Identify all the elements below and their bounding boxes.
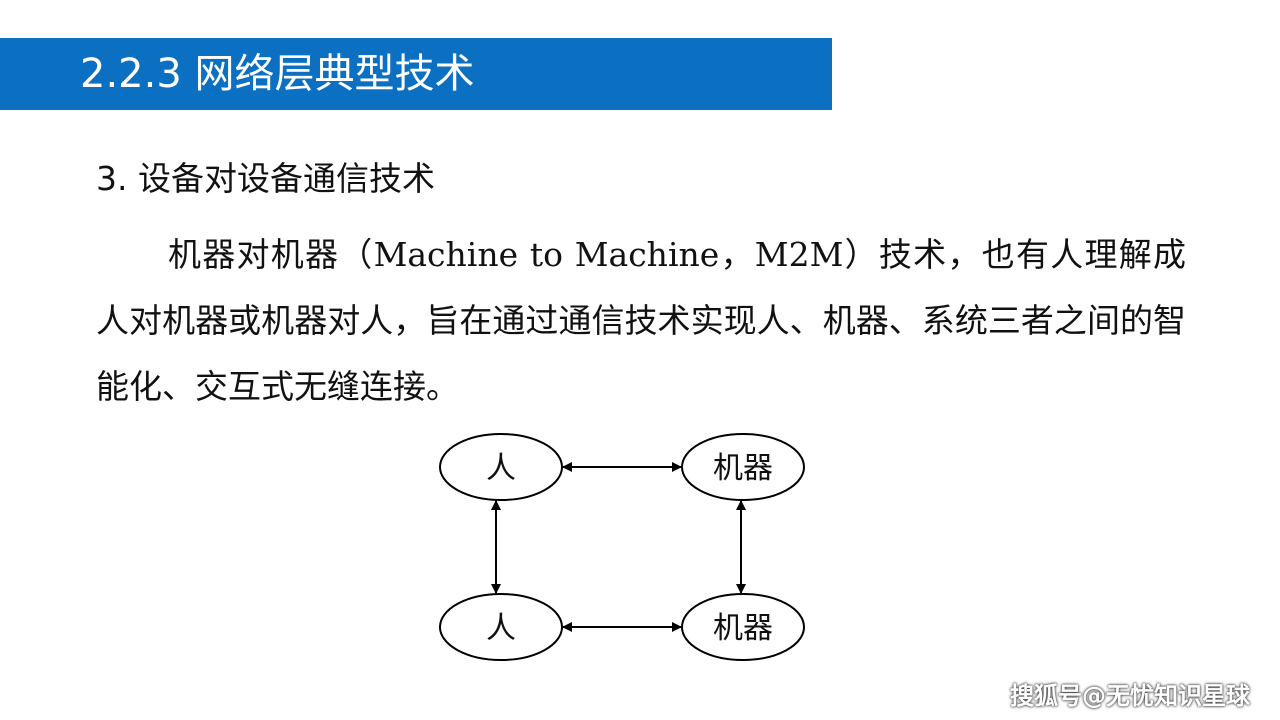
body-paragraph: 机器对机器（Machine to Machine，M2M）技术，也有人理解成人对… bbox=[96, 235, 1186, 406]
section-heading: 3. 设备对设备通信技术 bbox=[96, 159, 435, 198]
watermark: 搜狐号@无忧知识星球 bbox=[1010, 682, 1250, 710]
node-machine-top: 机器 bbox=[681, 433, 805, 501]
page-title: 2.2.3 网络层典型技术 bbox=[80, 51, 475, 97]
node-person-top: 人 bbox=[439, 433, 563, 501]
node-machine-bottom-label: 机器 bbox=[713, 611, 773, 646]
node-machine-bottom: 机器 bbox=[681, 593, 805, 661]
node-machine-top-label: 机器 bbox=[713, 451, 773, 486]
m2m-diagram: 人 机器 人 机器 bbox=[439, 433, 805, 661]
node-person-bottom: 人 bbox=[439, 593, 563, 661]
title-bar: 2.2.3 网络层典型技术 bbox=[0, 38, 832, 110]
node-person-top-label: 人 bbox=[486, 451, 516, 486]
node-person-bottom-label: 人 bbox=[486, 611, 516, 646]
